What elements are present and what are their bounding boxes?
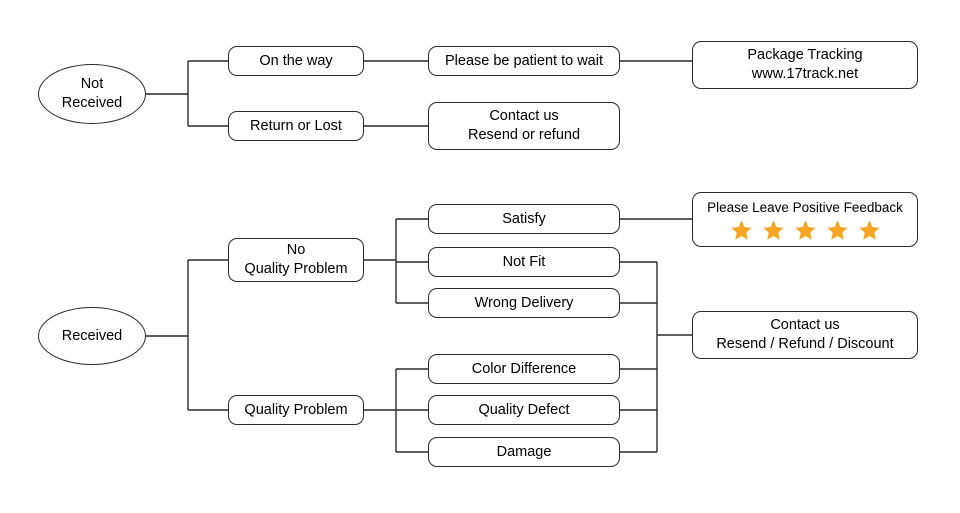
star-icon [763,220,783,240]
node-label-satisfy: Satisfy [502,210,546,227]
node-received[interactable]: Received [38,307,146,365]
node-color-difference[interactable]: Color Difference [428,354,620,384]
star-icon [859,220,879,240]
node-label-return-or-lost: Return or Lost [250,117,342,134]
node-on-the-way[interactable]: On the way [228,46,364,76]
node-label-damage: Damage [496,443,552,460]
star-rating[interactable] [730,219,881,242]
node-label-no-quality-problem: No Quality Problem [244,242,348,277]
node-label-quality-defect: Quality Defect [478,401,570,418]
node-not-fit[interactable]: Not Fit [428,247,620,277]
node-label-contact-resend: Contact us Resend or refund [467,108,581,143]
node-damage[interactable]: Damage [428,437,620,467]
node-label-color-difference: Color Difference [471,360,577,377]
node-no-quality-problem[interactable]: No Quality Problem [228,238,364,282]
node-be-patient[interactable]: Please be patient to wait [428,46,620,76]
node-label-be-patient: Please be patient to wait [445,52,603,69]
node-quality-problem[interactable]: Quality Problem [228,395,364,425]
node-label-wrong-delivery: Wrong Delivery [474,294,574,311]
node-label-on-the-way: On the way [259,52,333,69]
star-icon [731,220,751,240]
star-icon [827,220,847,240]
node-label-positive-feedback: Please Leave Positive Feedback [707,200,903,215]
node-positive-feedback[interactable]: Please Leave Positive Feedback [692,192,918,247]
node-label-received: Received [61,327,123,344]
node-contact-discount[interactable]: Contact us Resend / Refund / Discount [692,311,918,359]
node-return-or-lost[interactable]: Return or Lost [228,111,364,141]
node-package-tracking[interactable]: Package Tracking www.17track.net [692,41,918,89]
node-satisfy[interactable]: Satisfy [428,204,620,234]
node-contact-resend[interactable]: Contact us Resend or refund [428,102,620,150]
node-label-quality-problem: Quality Problem [244,401,348,418]
node-label-not-received: Not Received [61,76,123,111]
node-quality-defect[interactable]: Quality Defect [428,395,620,425]
node-not-received[interactable]: Not Received [38,64,146,124]
node-wrong-delivery[interactable]: Wrong Delivery [428,288,620,318]
node-label-not-fit: Not Fit [502,253,546,270]
star-icon [795,220,815,240]
node-label-package-tracking: Package Tracking www.17track.net [747,47,863,82]
node-label-contact-discount: Contact us Resend / Refund / Discount [716,317,894,352]
